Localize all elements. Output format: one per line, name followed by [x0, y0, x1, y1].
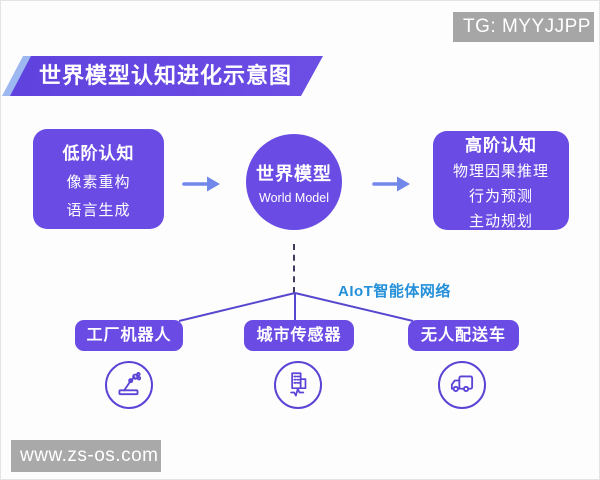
delivery-truck-icon [450, 375, 474, 392]
world-model-subtitle: World Model [259, 190, 329, 205]
dotted-connector-line [293, 244, 295, 293]
low-cognition-title: 低阶认知 [62, 143, 135, 163]
world-model-title: 世界模型 [256, 163, 332, 184]
low-cognition-box: 低阶认知 像素重构 语言生成 [33, 129, 164, 229]
aiot-network-label: AIoT智能体网络 [338, 283, 451, 300]
right-arrow-icon [372, 176, 410, 192]
network-connector-lines [178, 292, 414, 322]
high-cognition-title: 高阶认知 [465, 135, 537, 155]
world-model-circle: 世界模型 World Model [246, 134, 342, 230]
tg-badge: TG: MYYJJPP [453, 12, 594, 42]
robot-arm-icon [118, 372, 142, 396]
high-cognition-item: 主动规划 [468, 212, 533, 230]
node-factory-robot: 工厂机器人 [75, 320, 183, 351]
city-building-sensor-icon [290, 372, 307, 397]
node-city-sensor: 城市传感器 [244, 320, 354, 351]
title-banner [10, 56, 323, 96]
low-cognition-item: 语言生成 [66, 201, 131, 219]
factory-robot-icon-circle [105, 361, 153, 409]
watermark-badge: www.zs-os.com [11, 440, 161, 472]
low-cognition-item: 像素重构 [66, 173, 131, 191]
page-title: 世界模型认知进化示意图 [39, 63, 293, 88]
node-delivery-vehicle: 无人配送车 [408, 320, 519, 351]
delivery-truck-icon-circle [438, 361, 486, 409]
right-arrow-icon [182, 176, 220, 192]
high-cognition-item: 行为预测 [468, 187, 533, 205]
city-sensor-icon-circle [274, 361, 322, 409]
high-cognition-box: 高阶认知 物理因果推理 行为预测 主动规划 [433, 131, 569, 230]
high-cognition-item: 物理因果推理 [452, 162, 549, 180]
